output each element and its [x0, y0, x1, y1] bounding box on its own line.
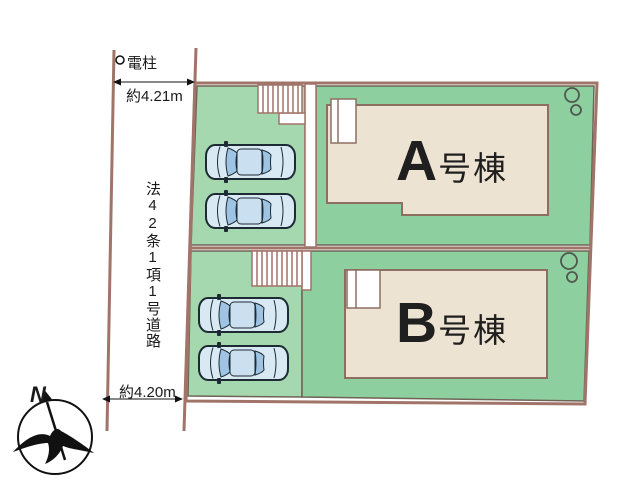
compass: [13, 388, 94, 475]
building-b-porch: [346, 269, 381, 309]
lot-b-walkway: [301, 250, 312, 291]
compass-needle-head: [41, 388, 53, 403]
utility-pole-icon: [115, 55, 125, 65]
building-a-suffix: 号棟: [438, 150, 509, 187]
lot-a-walkway: [304, 83, 317, 248]
car-icon: [205, 189, 296, 233]
compass-north-label: N: [30, 382, 46, 407]
road-width-bottom-label: 約4.20m: [119, 384, 176, 401]
dimension-arrow-bottom: [102, 395, 183, 403]
lot-a-stairs-landing: [278, 112, 306, 125]
pole-label: 電柱: [127, 55, 158, 72]
building-b-letter: B: [396, 291, 439, 355]
tree-icons: [560, 87, 582, 283]
building-a-letter: A: [396, 129, 439, 193]
road-left-line: [105, 49, 116, 432]
road-designation-label: 法42条1項1号道路: [144, 181, 161, 349]
lot-b-stairs: [251, 250, 303, 287]
building-a-porch: [330, 98, 357, 144]
property-outline: [184, 81, 599, 406]
car-icon: [198, 293, 289, 337]
dimension-arrow-top: [113, 78, 195, 86]
tree-icon: [570, 104, 582, 116]
compass-bird-icon: [13, 428, 94, 464]
tree-icon: [566, 271, 578, 283]
compass-circle: [17, 399, 93, 475]
car-icon: [198, 341, 289, 385]
tree-icon: [564, 87, 580, 103]
building-b-suffix: 号棟: [438, 312, 509, 349]
tree-icon: [560, 252, 578, 270]
car-icon: [205, 140, 296, 184]
road-width-top-label: 約4.21m: [126, 88, 183, 105]
lot-a-stairs: [257, 84, 303, 114]
building-a: [326, 104, 549, 216]
